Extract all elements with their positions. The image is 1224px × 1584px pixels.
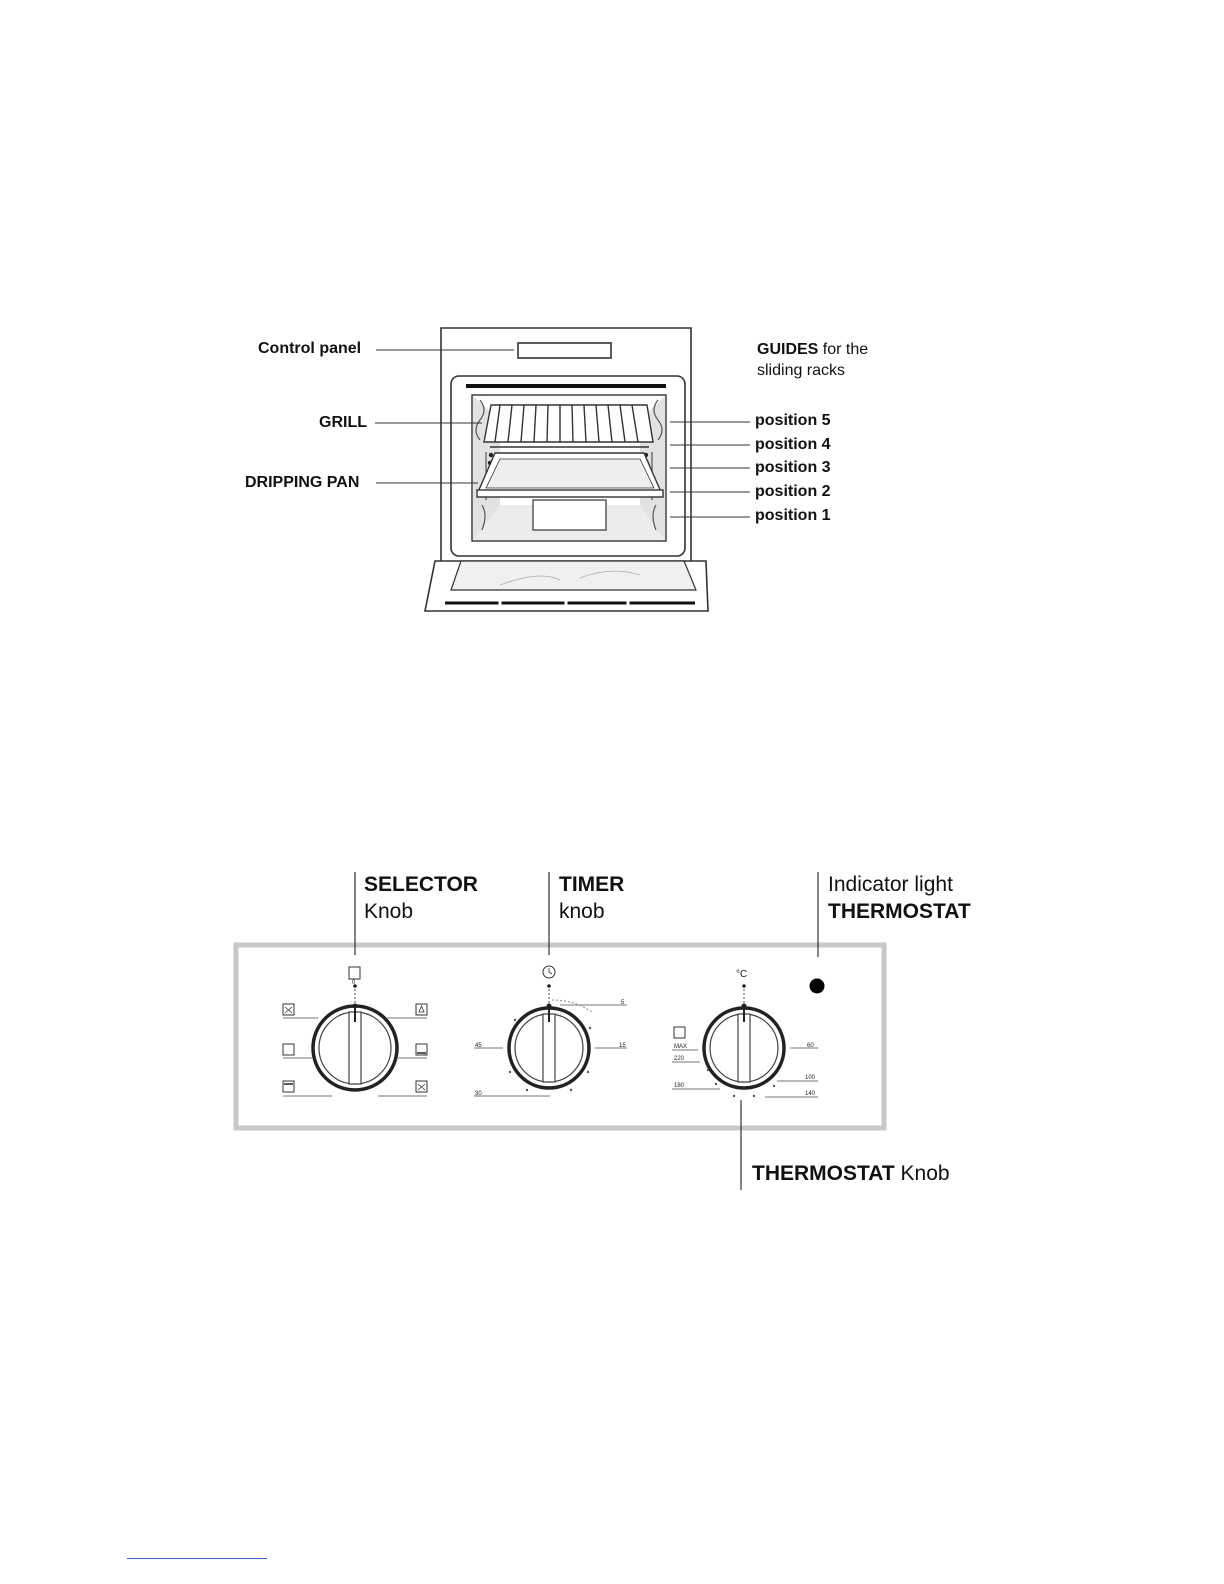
thermostat-max-icon [674, 1027, 685, 1038]
selector-off-icon [349, 967, 360, 979]
thermostat-unit-label: °C [736, 969, 747, 980]
guides-label-rest: for the [818, 341, 868, 358]
timer-label-bold: TIMER [559, 873, 624, 896]
thermostat-60-label: 60 [807, 1043, 814, 1049]
selector-label-bold: SELECTOR [364, 873, 478, 896]
oven-fan-cover [533, 500, 606, 530]
conventional-icon [283, 1044, 294, 1055]
guides-label-bold: GUIDES [757, 341, 818, 358]
thermostat-knob-label-rest: Knob [895, 1162, 950, 1185]
thermostat-140-label: 140 [805, 1091, 816, 1097]
timer-30-label: 30 [475, 1091, 482, 1097]
timer-label: TIMER knob [559, 871, 624, 925]
timer-label-sub: knob [559, 900, 605, 923]
position-2-label: position 2 [755, 483, 831, 501]
bottom-heat-icon [283, 1081, 294, 1092]
dripping-pan [477, 453, 663, 497]
thermostat-100-label: 100 [805, 1075, 816, 1081]
position-4-label: position 4 [755, 436, 831, 454]
thermostat-220-label: 220 [674, 1056, 685, 1062]
thermostat-180-label: 180 [674, 1083, 685, 1089]
thermostat-max-label: MAX [674, 1044, 687, 1050]
control-panel-label: Control panel [258, 340, 361, 358]
indicator-light-label-line2: THERMOSTAT [828, 900, 971, 923]
oven-control-panel [518, 343, 611, 358]
indicator-light-label-line1: Indicator light [828, 873, 953, 896]
timer-15-label: 15 [619, 1043, 626, 1049]
guides-label: GUIDES for the [757, 341, 868, 359]
indicator-light-label: Indicator light THERMOSTAT [828, 871, 971, 925]
dripping-pan-label: DRIPPING PAN [245, 474, 359, 492]
guides-label-line2: sliding racks [757, 362, 845, 380]
position-5-label: position 5 [755, 412, 831, 430]
oven-door [425, 561, 708, 611]
selector-label: SELECTOR Knob [364, 871, 478, 925]
grill-rack [484, 405, 653, 447]
timer-45-label: 45 [475, 1043, 482, 1049]
footer-link-underline [127, 1558, 267, 1559]
position-1-label: position 1 [755, 507, 831, 525]
thermostat-knob-label-bold: THERMOSTAT [752, 1162, 895, 1185]
selector-label-sub: Knob [364, 900, 413, 923]
grill-label: GRILL [319, 414, 367, 432]
indicator-light [810, 979, 825, 994]
position-3-label: position 3 [755, 459, 831, 477]
thermostat-knob-label: THERMOSTAT Knob [752, 1160, 950, 1187]
